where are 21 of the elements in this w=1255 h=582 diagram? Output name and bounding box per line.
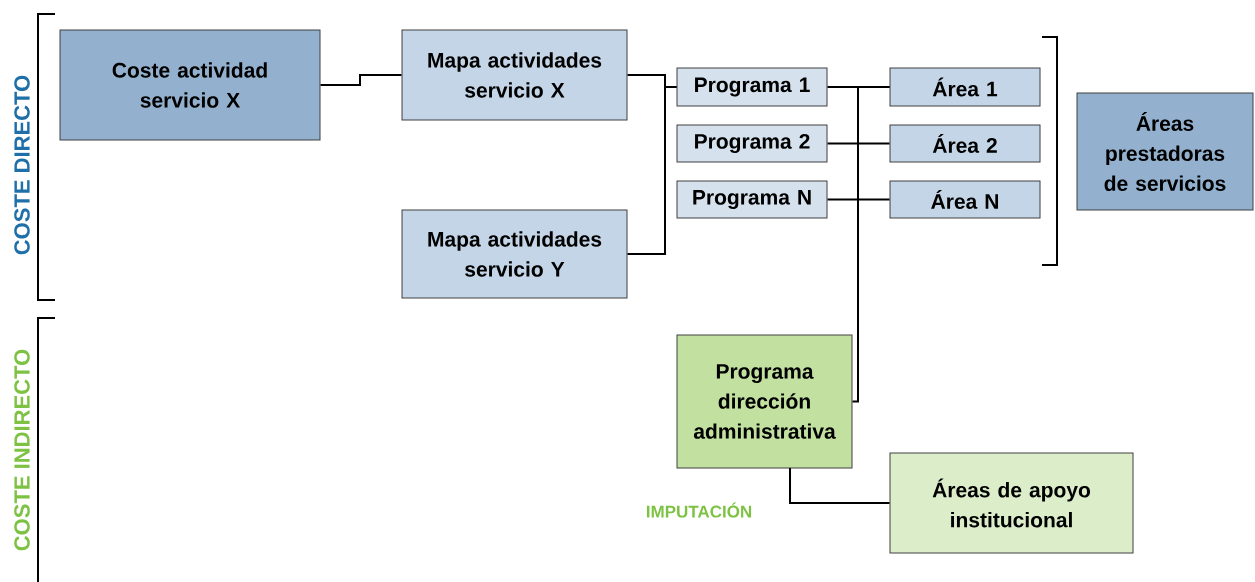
connector-line — [789, 467, 891, 504]
area-box: Áreas de apoyo institucional — [889, 452, 1134, 554]
process-box: Mapa actividades servicio X — [401, 29, 628, 121]
axis-label: COSTE DIRECTO — [14, 75, 30, 255]
connector-line — [319, 74, 403, 86]
program-box: Programa N — [676, 180, 828, 219]
area-box: Área N — [889, 180, 1041, 219]
connector-line — [626, 86, 678, 255]
program-box: Programa 1 — [676, 67, 828, 107]
area-box: Área 2 — [889, 124, 1041, 163]
area-box: Áreas prestadoras de servicios — [1076, 92, 1254, 211]
program-box: Programa 2 — [676, 124, 828, 163]
axis-label: IMPUTACIÓN — [646, 502, 752, 518]
connector-line — [826, 198, 891, 201]
connector-line — [851, 86, 891, 403]
cost-box: Coste actividad servicio X — [59, 29, 321, 141]
area-box: Área 1 — [889, 67, 1041, 107]
process-box: Mapa actividades servicio Y — [401, 209, 628, 299]
program-box: Programa dirección administrativa — [676, 334, 853, 469]
connector-line — [826, 142, 891, 145]
axis-label: COSTE INDIRECTO — [14, 349, 30, 551]
